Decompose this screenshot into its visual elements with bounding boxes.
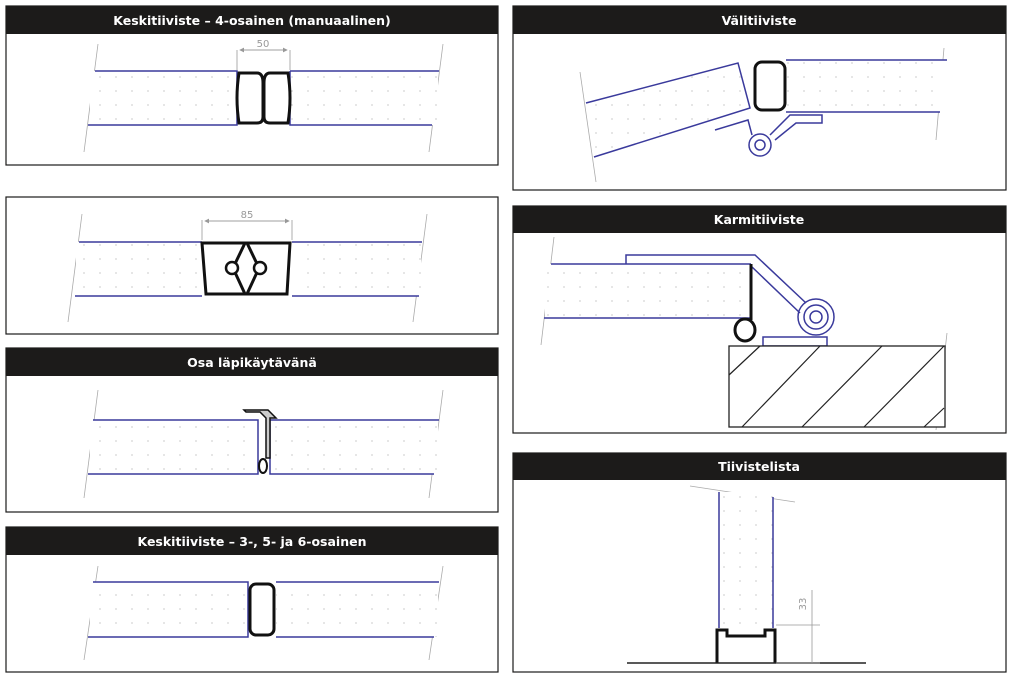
panel-center-seal-4-part: Keskitiiviste – 4-osainen (manuaalinen) … xyxy=(5,5,499,166)
panel-title: Välitiiviste xyxy=(722,13,797,28)
panel-center-seal-3-5-6-part: Keskitiiviste – 3-, 5- ja 6-osainen xyxy=(5,526,499,673)
panel-seal-strip: Tiivistelista 33 xyxy=(512,452,1007,673)
dimension-label: 50 xyxy=(257,39,270,50)
dimension-label: 33 xyxy=(798,598,809,611)
panel-intermediate-seal: Välitiiviste xyxy=(512,5,1007,191)
panel-center-seal-85: 85 xyxy=(5,196,499,335)
panel-title: Karmitiiviste xyxy=(714,212,804,227)
panel-title: Tiivistelista xyxy=(718,459,800,474)
panel-walk-through: Osa läpikäytävänä xyxy=(5,347,499,513)
panel-title: Keskitiiviste – 3-, 5- ja 6-osainen xyxy=(137,534,366,549)
panel-title: Keskitiiviste – 4-osainen (manuaalinen) xyxy=(113,13,390,28)
panel-title: Osa läpikäytävänä xyxy=(187,355,317,370)
dimension-label: 85 xyxy=(241,210,254,221)
panel-frame-seal: Karmitiiviste xyxy=(512,205,1007,434)
